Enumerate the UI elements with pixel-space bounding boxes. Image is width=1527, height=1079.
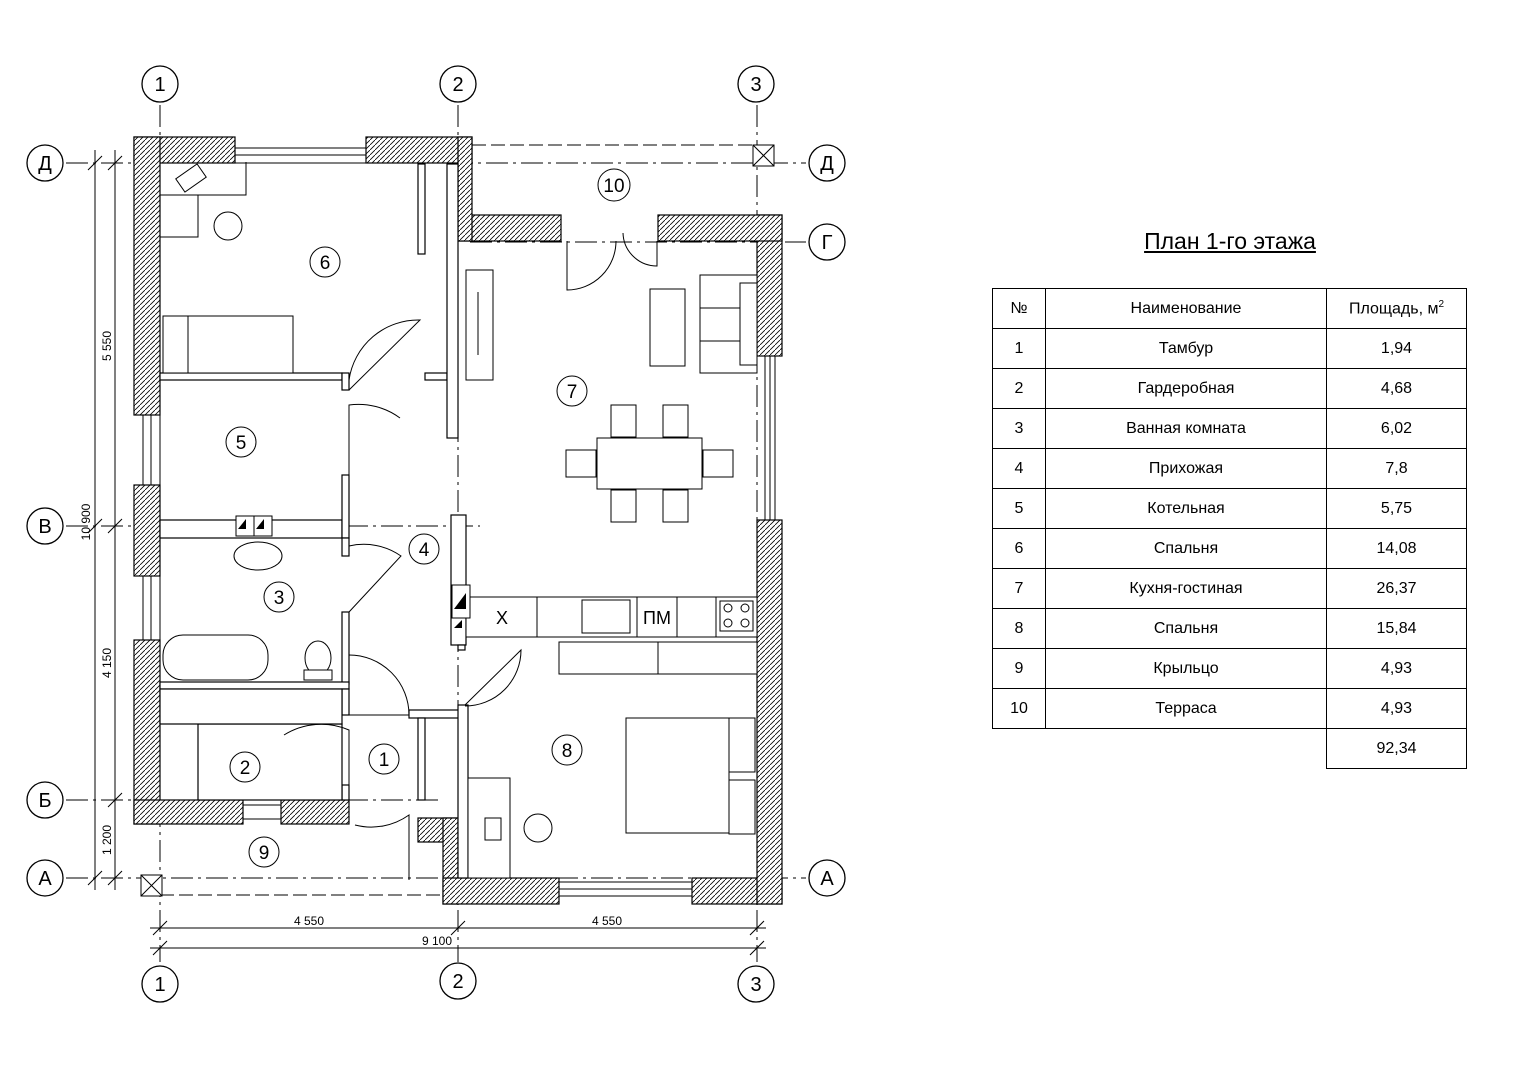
axis-label: Г <box>822 232 833 254</box>
row-area: 4,68 <box>1326 368 1467 409</box>
room-number: 8 <box>562 741 573 762</box>
row-area: 6,02 <box>1326 408 1467 449</box>
dimension-lines <box>87 150 766 956</box>
axis-label: 3 <box>750 74 761 96</box>
axis-label: В <box>38 516 51 538</box>
room-number: 3 <box>274 588 285 609</box>
axis-label: 3 <box>750 974 761 996</box>
row-area: 5,75 <box>1326 488 1467 529</box>
room-number: 6 <box>320 253 331 274</box>
room-number: 4 <box>419 540 430 561</box>
dimension-label: 4 550 <box>294 914 324 928</box>
outdoor-outlines <box>160 144 756 896</box>
axis-label: Д <box>38 153 52 175</box>
room-labels: 1 2 3 4 5 6 7 8 9 10 <box>225 168 631 868</box>
row-num: 9 <box>992 648 1046 689</box>
axis-label: 2 <box>452 971 463 993</box>
row-area: 26,37 <box>1326 568 1467 609</box>
dimension-label: 1 200 <box>100 825 114 855</box>
row-num: 1 <box>992 328 1046 369</box>
windows <box>142 147 776 897</box>
row-area: 14,08 <box>1326 528 1467 569</box>
dimension-label: 5 550 <box>100 331 114 361</box>
axis-label: А <box>38 868 52 890</box>
axis-markers: 1 2 3 1 2 3 Д Д Г В Б А А <box>26 65 846 1003</box>
row-num: 3 <box>992 408 1046 449</box>
room-number: 2 <box>240 758 251 779</box>
appliance-labels: Х ПМ <box>496 608 671 628</box>
row-num: 2 <box>992 368 1046 409</box>
row-area: 4,93 <box>1326 688 1467 729</box>
furniture <box>160 162 758 879</box>
dimension-label: 10 900 <box>79 503 93 540</box>
room-number: 10 <box>603 176 624 197</box>
interior-walls <box>159 163 469 879</box>
axis-label: А <box>820 868 834 890</box>
total-row: 92,34 <box>993 728 1467 769</box>
row-area: 1,94 <box>1326 328 1467 369</box>
dimension-label: 4 550 <box>592 914 622 928</box>
row-name: Прихожая <box>1045 448 1327 489</box>
row-num: 4 <box>992 448 1046 489</box>
dishwasher-label: ПМ <box>643 608 671 628</box>
row-name: Кухня-гостиная <box>1045 568 1327 609</box>
dimension-labels: 5 550 10 900 4 150 1 200 4 550 4 550 9 1… <box>79 331 622 948</box>
row-area: 15,84 <box>1326 608 1467 649</box>
axis-label: 1 <box>154 74 165 96</box>
axis-label: 2 <box>452 74 463 96</box>
row-name: Терраса <box>1045 688 1327 729</box>
axis-label: Б <box>38 790 51 812</box>
row-name: Спальня <box>1045 608 1327 649</box>
table-header-row: № Наименование Площадь, м2 <box>992 288 1467 329</box>
row-name: Котельная <box>1045 488 1327 529</box>
axis-label: 1 <box>154 974 165 996</box>
room-number: 9 <box>259 843 270 864</box>
row-area: 4,93 <box>1326 648 1467 689</box>
row-name: Гардеробная <box>1045 368 1327 409</box>
room-number: 5 <box>236 433 247 454</box>
row-name: Ванная комната <box>1045 408 1327 449</box>
total-area: 92,34 <box>1326 728 1467 769</box>
header-area: Площадь, м2 <box>1326 288 1467 329</box>
door-swings <box>283 232 658 880</box>
header-name: Наименование <box>1045 288 1327 329</box>
room-number: 7 <box>567 382 578 403</box>
plan-title: План 1-го этажа <box>1144 228 1316 254</box>
row-num: 6 <box>992 528 1046 569</box>
row-num: 7 <box>992 568 1046 609</box>
row-name: Спальня <box>1045 528 1327 569</box>
vent-marks <box>238 519 466 628</box>
column-markers <box>140 144 775 897</box>
dimension-label: 9 100 <box>422 934 452 948</box>
row-area: 7,8 <box>1326 448 1467 489</box>
row-name: Крыльцо <box>1045 648 1327 689</box>
row-num: 10 <box>992 688 1046 729</box>
header-num: № <box>992 288 1046 329</box>
dimension-label: 4 150 <box>100 648 114 678</box>
room-number: 1 <box>379 750 390 771</box>
fridge-label: Х <box>496 608 508 628</box>
axis-label: Д <box>820 153 834 175</box>
row-num: 8 <box>992 608 1046 649</box>
row-name: Тамбур <box>1045 328 1327 369</box>
row-num: 5 <box>992 488 1046 529</box>
